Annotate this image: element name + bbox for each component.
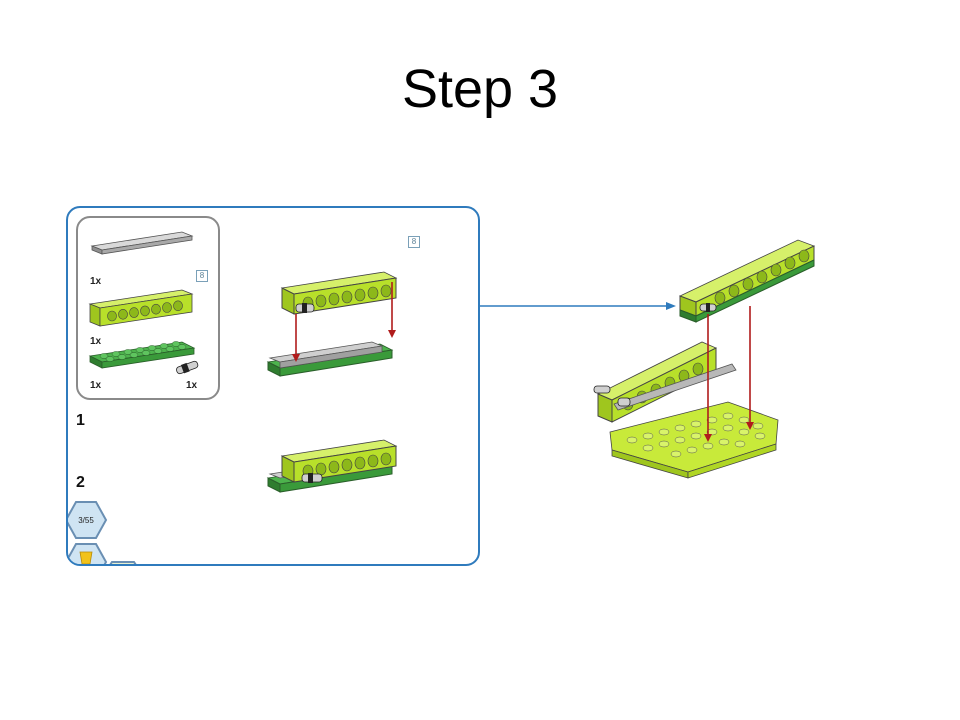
part-size-label: 8 (196, 270, 208, 282)
pin-part (176, 360, 199, 375)
instruction-panel: 1x 8 1x (66, 206, 480, 566)
substep-2-illustration (266, 439, 398, 493)
lime-beam-part (88, 289, 194, 327)
part-qty-4: 1x (186, 380, 198, 391)
progress-badge-text: 3/55 (78, 516, 94, 525)
slide-title: Step 3 (401, 59, 559, 119)
result-illustration (593, 239, 816, 479)
part-qty-2: 1x (90, 336, 102, 347)
substep-1-illustration (266, 271, 398, 377)
part-qty-1: 1x (90, 276, 102, 287)
progress-badge[interactable]: 3/55 (66, 500, 110, 540)
extra-badge[interactable] (104, 560, 144, 566)
substep-number-1: 1 (76, 412, 85, 429)
connector-arrow (480, 302, 676, 310)
substep-number-2: 2 (76, 474, 85, 491)
score-badge[interactable]: 0 (66, 542, 110, 566)
main-size-label: 8 (408, 236, 420, 248)
part-qty-3: 1x (90, 380, 102, 391)
gray-tile-part (90, 231, 194, 255)
parts-list-box: 1x 8 1x (76, 216, 220, 400)
green-plate-part (88, 341, 196, 369)
